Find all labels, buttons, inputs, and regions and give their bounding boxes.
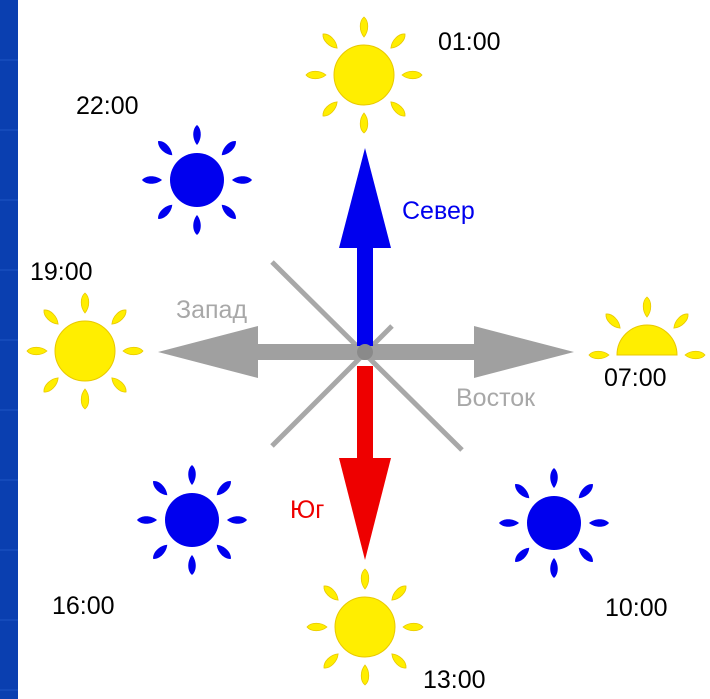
sun-ray — [578, 547, 593, 562]
sun-body — [527, 496, 581, 550]
north-label: Север — [402, 197, 475, 225]
sun-ray — [188, 465, 196, 485]
sun-body — [334, 596, 396, 658]
west-arrow — [158, 326, 368, 378]
time-label-0700: 07:00 — [604, 364, 667, 392]
sun-ray — [550, 468, 558, 488]
sun-ray — [80, 388, 90, 410]
sun-ray — [684, 350, 706, 360]
east-arrow — [358, 326, 574, 378]
sun-ray — [188, 555, 196, 575]
sun-ray — [80, 292, 90, 314]
sun-ray — [322, 33, 338, 49]
time-label-1900: 19:00 — [30, 258, 93, 286]
time-label-2200: 22:00 — [76, 92, 139, 120]
west-label: Запад — [176, 296, 247, 324]
sun-ray — [390, 33, 406, 49]
south-label: Юг — [290, 496, 324, 524]
sun-ray — [158, 141, 173, 156]
sun-ray — [322, 101, 338, 117]
sun-ray — [550, 558, 558, 578]
sun-ray — [402, 622, 424, 632]
sun-ray — [578, 484, 593, 499]
sun-ray — [589, 519, 609, 527]
sun-ray — [137, 516, 157, 524]
sun-icon-1000 — [499, 468, 609, 578]
sun-ray — [221, 141, 236, 156]
north-arrow — [339, 148, 391, 346]
sun-ray — [153, 481, 168, 496]
sun-ray — [193, 125, 201, 145]
time-label-1000: 10:00 — [605, 594, 668, 622]
east-label: Восток — [456, 384, 536, 412]
sun-ray — [588, 350, 610, 360]
time-label-0100: 01:00 — [438, 28, 501, 56]
sun-ray — [391, 585, 407, 601]
sun-icon-2200 — [142, 125, 252, 235]
time-label-1300: 13:00 — [423, 666, 486, 694]
sun-ray — [227, 516, 247, 524]
sun-ray — [673, 313, 689, 329]
sun-ray — [216, 544, 231, 559]
sun-ray — [221, 204, 236, 219]
sun-ray — [499, 519, 519, 527]
sun-icon-0700 — [588, 296, 706, 360]
sun-ray — [111, 309, 127, 325]
sun-body — [54, 320, 116, 382]
sun-icon-1600 — [137, 465, 247, 575]
sun-ray — [360, 568, 370, 590]
sun-ray — [390, 101, 406, 117]
sun-ray — [216, 481, 231, 496]
sun-ray — [401, 70, 423, 80]
sun-icon-1300 — [306, 568, 424, 686]
sun-ray — [142, 176, 162, 184]
sun-ray — [605, 313, 621, 329]
sun-ray — [153, 544, 168, 559]
sun-body — [333, 44, 395, 106]
sun-icon-0100 — [305, 16, 423, 134]
sun-ray — [642, 296, 652, 318]
sun-ray — [158, 204, 173, 219]
sun-ray — [305, 70, 327, 80]
sun-icon-1900 — [26, 292, 144, 410]
sun-ray — [122, 346, 144, 356]
sun-ray — [515, 547, 530, 562]
sun-ray — [43, 377, 59, 393]
sun-ray — [515, 484, 530, 499]
sun-ray — [360, 664, 370, 686]
sun-ray — [359, 112, 369, 134]
sun-ray — [306, 622, 328, 632]
sun-ray — [323, 653, 339, 669]
sun-ray — [232, 176, 252, 184]
sun-body — [170, 153, 224, 207]
sun-ray — [111, 377, 127, 393]
sun-ray — [26, 346, 48, 356]
sun-ray — [43, 309, 59, 325]
time-label-1600: 16:00 — [52, 592, 115, 620]
sun-body — [616, 324, 678, 356]
sun-ray — [193, 215, 201, 235]
sun-body — [165, 493, 219, 547]
south-arrow — [339, 366, 391, 560]
sun-ray — [391, 653, 407, 669]
sun-ray — [323, 585, 339, 601]
sun-ray — [359, 16, 369, 38]
compass-center — [357, 344, 373, 360]
